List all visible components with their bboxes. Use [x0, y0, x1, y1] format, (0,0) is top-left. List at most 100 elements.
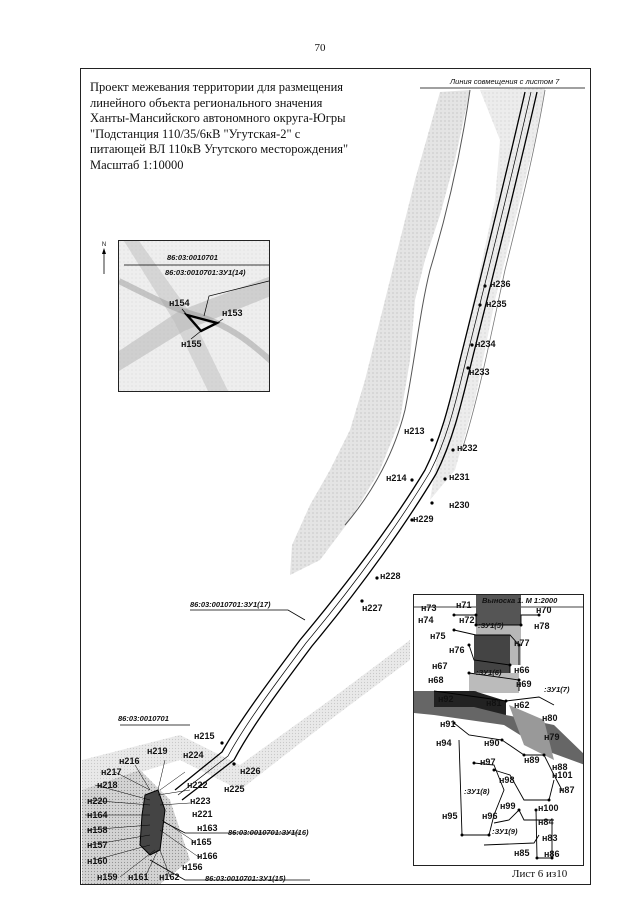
point-label: н73	[421, 603, 437, 613]
title-line: питающей ВЛ 110кВ Угутского месторождени…	[90, 142, 349, 156]
shore-line	[344, 89, 471, 526]
point-label: н84	[538, 817, 554, 827]
point-label: н234	[475, 339, 496, 349]
point-label: н216	[119, 756, 140, 766]
callout-drawing	[414, 595, 583, 860]
point-label: н162	[159, 872, 180, 882]
point-label: н71	[456, 600, 472, 610]
point-label: н70	[536, 605, 552, 615]
north-label: N	[101, 242, 107, 248]
point-label: н75	[430, 631, 446, 641]
river-bank	[430, 88, 545, 500]
point-label: н157	[87, 840, 108, 850]
point-label: н80	[542, 713, 558, 723]
dense-area	[82, 770, 190, 884]
sheet-frame	[80, 68, 591, 885]
callout-inset: Выноска 1. М 1:2000 н73 н71 н70 н74 н72 …	[413, 594, 584, 866]
point-label: н163	[197, 823, 218, 833]
parcel-label: :ЗУ1(8)	[464, 787, 490, 796]
point-label: н85	[514, 848, 530, 858]
title-block: Проект межевания территории для размещен…	[90, 80, 410, 173]
point-label: н158	[87, 825, 108, 835]
substation-cluster	[139, 789, 166, 856]
water-area	[290, 90, 470, 575]
point-label: н227	[362, 603, 383, 613]
point-label: н160	[87, 856, 108, 866]
point-label: н214	[386, 473, 407, 483]
point-label: н97	[480, 757, 496, 767]
title-line: "Подстанция 110/35/6кВ "Угутская-2" с	[90, 126, 301, 141]
route-axis	[177, 91, 532, 796]
north-arrow: N	[101, 242, 107, 276]
point-label: н79	[544, 732, 560, 742]
offset-line-label: Линия совмещения с листом 7	[450, 77, 560, 86]
inset-parcel-label: 86:03:0010701:ЗУ1(14)	[165, 268, 246, 277]
point-label: н231	[449, 472, 470, 482]
point-label: н101	[552, 770, 573, 780]
point-label: н233	[469, 367, 490, 377]
point-label: н99	[500, 801, 516, 811]
point-label: н218	[97, 780, 118, 790]
point-label: н224	[183, 750, 204, 760]
parcel-label: :ЗУ1(5)	[478, 621, 504, 630]
point-label: н159	[97, 872, 118, 882]
point-label: н213	[404, 426, 425, 436]
connector-lines	[85, 759, 201, 878]
point-label: н78	[534, 621, 550, 631]
point-label: н87	[559, 785, 575, 795]
route-outer-left	[174, 91, 526, 791]
point-label: н230	[449, 500, 470, 510]
point-label: н62	[514, 700, 530, 710]
parcel-triangle	[183, 312, 221, 333]
point-label: н228	[380, 571, 401, 581]
point-label: н235	[486, 299, 507, 309]
inset-drawing	[119, 241, 269, 391]
point-label: н164	[87, 810, 108, 820]
point-label: н91	[440, 719, 456, 729]
parcel-label-zu1-16: 86:03:0010701:ЗУ1(16)	[228, 828, 309, 837]
point-label: н166	[197, 851, 218, 861]
parcel-label: :ЗУ1(9)	[492, 827, 518, 836]
point-label: н83	[542, 833, 558, 843]
page-number: 70	[314, 42, 326, 54]
inset-map: 86:03:0010701 86:03:0010701:ЗУ1(14) н154…	[118, 240, 270, 392]
point-label: н156	[182, 862, 203, 872]
point-label: н96	[482, 811, 498, 821]
point-label: н98	[499, 775, 515, 785]
parcel-label-zu1-15: 86:03:0010701:ЗУ1(15)	[205, 874, 286, 883]
parcel-label-zu1-17: 86:03:0010701:ЗУ1(17)	[190, 600, 271, 609]
leader-zu1-15	[149, 859, 310, 881]
leader-zu1-17	[190, 609, 306, 621]
point-label: н154	[169, 298, 190, 308]
callout-title: Выноска 1. М 1:2000	[482, 596, 558, 605]
point-label: н226	[240, 766, 261, 776]
north-arrow-icon	[102, 248, 106, 274]
point-label: н95	[442, 811, 458, 821]
point-label: н86	[544, 849, 560, 859]
point-label: н221	[192, 809, 213, 819]
point-label: н225	[224, 784, 245, 794]
point-label: н67	[432, 661, 448, 671]
point-label: н222	[187, 780, 208, 790]
block-label: 86:03:0010701	[118, 714, 169, 723]
point-label: н72	[459, 615, 475, 625]
point-label: н66	[514, 665, 530, 675]
vertex-markers	[220, 284, 487, 766]
point-label: н220	[87, 796, 108, 806]
point-label: н229	[413, 514, 434, 524]
title-line: Масштаб 1:10000	[90, 157, 184, 172]
point-label: н69	[516, 679, 532, 689]
point-label: н100	[538, 803, 559, 813]
point-label: н236	[490, 279, 511, 289]
route-outer-right	[181, 91, 538, 801]
title-line: Проект межевания территории для размещен…	[90, 80, 344, 94]
point-label: н232	[457, 443, 478, 453]
point-label: н76	[449, 645, 465, 655]
point-label: н153	[222, 308, 243, 318]
point-label: н88	[552, 762, 568, 772]
point-label: н94	[436, 738, 452, 748]
parcel-label: :ЗУ1(6)	[476, 668, 502, 677]
point-label: н219	[147, 746, 168, 756]
point-label: н77	[514, 638, 530, 648]
